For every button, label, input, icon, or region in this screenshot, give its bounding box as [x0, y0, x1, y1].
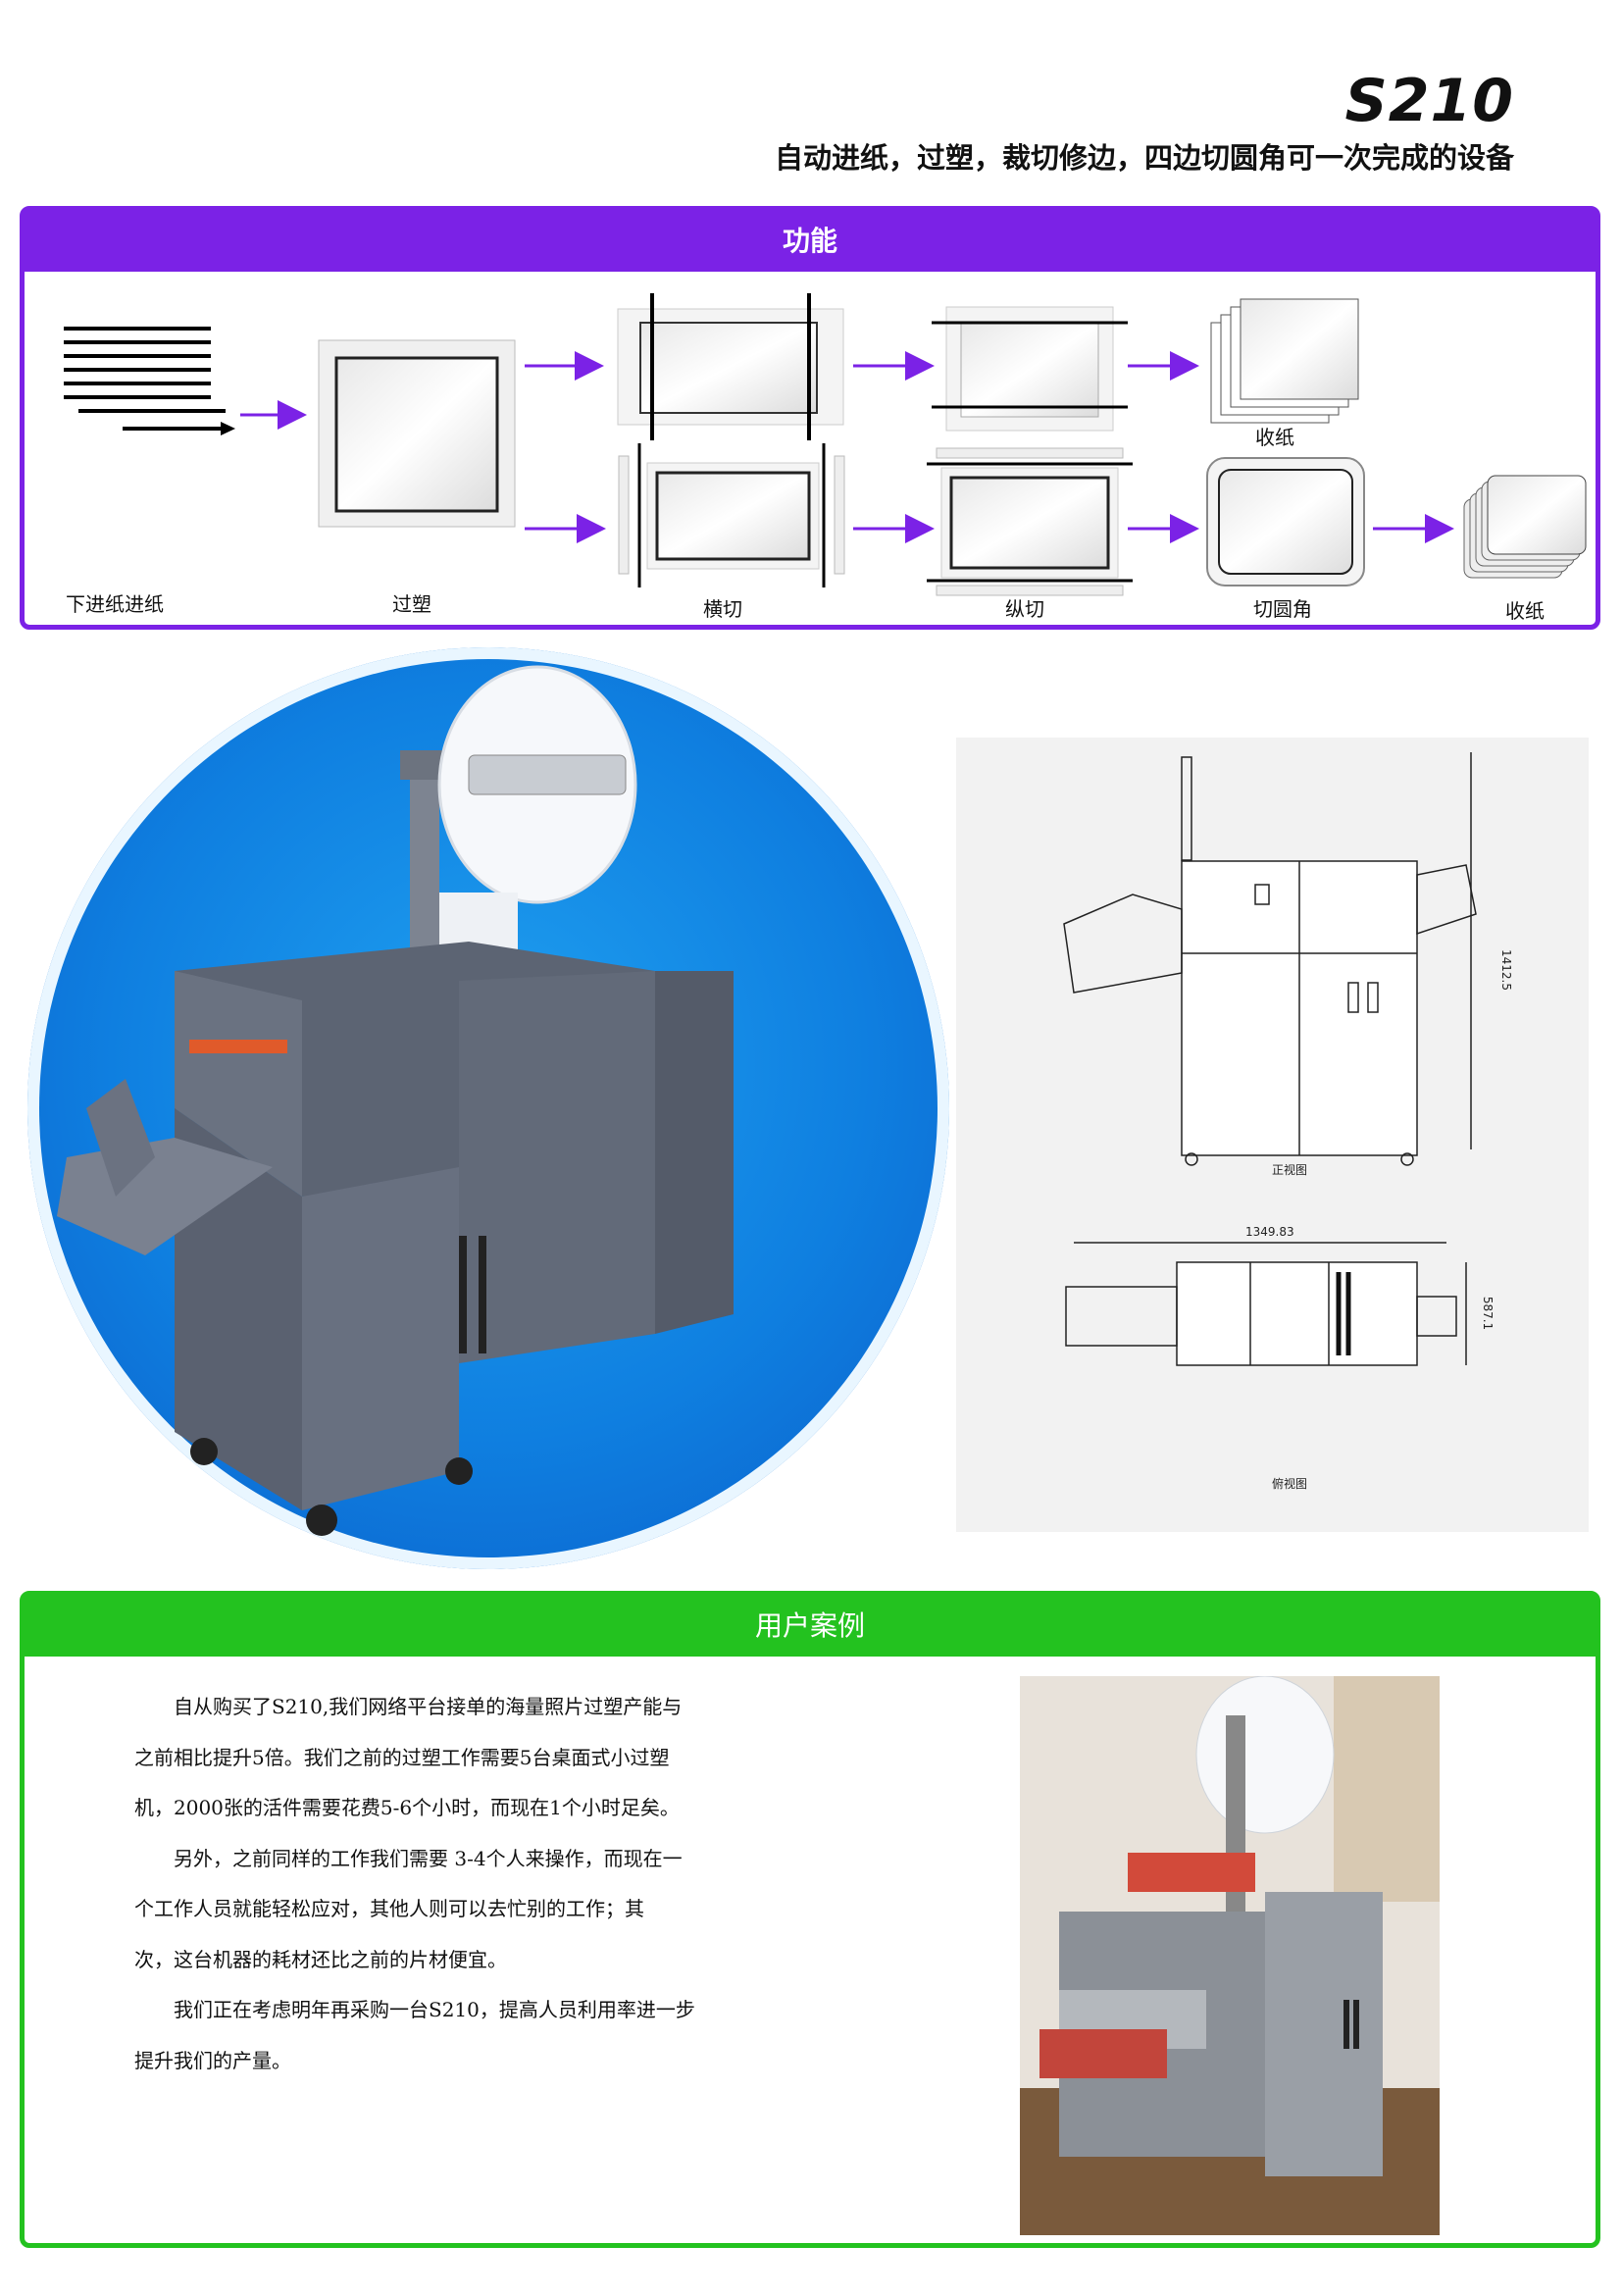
cross-cut-top-icon	[617, 293, 844, 440]
step-label-collect-bottom: 收纸	[1505, 599, 1545, 623]
collected-sheets-bottom-icon	[1463, 475, 1587, 579]
step-label-feed: 下进纸进纸	[66, 592, 164, 616]
cross-cut-bottom-icon	[618, 443, 845, 587]
case-line: 另外，之前同样的工作我们需要 3-4个人来操作，而现在一	[174, 1846, 683, 1870]
case-line: 自从购买了S210,我们网络平台接单的海量照片过塑产能与	[174, 1695, 683, 1718]
step-label-length-cut: 纵切	[1005, 597, 1044, 621]
round-corner-icon	[1206, 457, 1365, 587]
technical-drawing-panel: 1412.5 1349.83 587.1 正视图 俯视图	[956, 738, 1589, 1532]
step-label-cross-cut: 横切	[703, 597, 742, 621]
top-view-label: 俯视图	[1272, 1477, 1308, 1491]
technical-drawings	[1063, 752, 1477, 1366]
laminated-sheet-icon	[318, 339, 516, 528]
case-panel: 用户案例 自从购买了S210,我们网络平台接单的海量照片过塑产能与 之前相比提升…	[20, 1591, 1600, 2248]
process-diagram	[64, 293, 1587, 596]
function-heading: 功能	[25, 211, 1596, 272]
step-label-collect-top: 收纸	[1255, 426, 1294, 449]
case-line: 我们正在考虑明年再采购一台S210，提高人员利用率进一步	[174, 1998, 695, 2021]
product-subtitle: 自动进纸，过塑，裁切修边，四边切圆角可一次完成的设备	[774, 141, 1514, 175]
case-line: 机，2000张的活件需要花费5-6个小时，而现在1个小时足矣。	[134, 1796, 680, 1819]
customer-site-photo	[1020, 1676, 1440, 2235]
paper-stack-icon	[64, 327, 235, 435]
front-view-label: 正视图	[1272, 1163, 1308, 1177]
collected-sheets-top-icon	[1210, 298, 1359, 424]
case-line: 次，这台机器的耗材还比之前的片材便宜。	[134, 1947, 507, 1971]
length-cut-top-icon	[932, 306, 1128, 432]
dimension-width: 1349.83	[1245, 1225, 1294, 1239]
case-line: 个工作人员就能轻松应对，其他人则可以去忙别的工作；其	[134, 1897, 644, 1920]
customer-site-illustration	[1020, 1676, 1440, 2235]
product-title: S210	[1344, 67, 1514, 135]
machine-photo-circle	[27, 647, 949, 1569]
case-testimonial: 自从购买了S210,我们网络平台接单的海量照片过塑产能与 之前相比提升5倍。我们…	[134, 1682, 752, 2086]
machine-illustration	[57, 665, 734, 1536]
dimension-depth: 587.1	[1481, 1296, 1495, 1331]
step-label-round-corner: 切圆角	[1253, 597, 1312, 621]
function-panel: 功能	[20, 206, 1600, 630]
step-label-laminate: 过塑	[392, 592, 431, 616]
case-line: 提升我们的产量。	[134, 2048, 291, 2072]
length-cut-bottom-icon	[927, 447, 1133, 596]
case-line: 之前相比提升5倍。我们之前的过塑工作需要5台桌面式小过塑	[134, 1745, 670, 1769]
dimension-height: 1412.5	[1499, 949, 1513, 991]
case-heading: 用户案例	[25, 1596, 1596, 1657]
